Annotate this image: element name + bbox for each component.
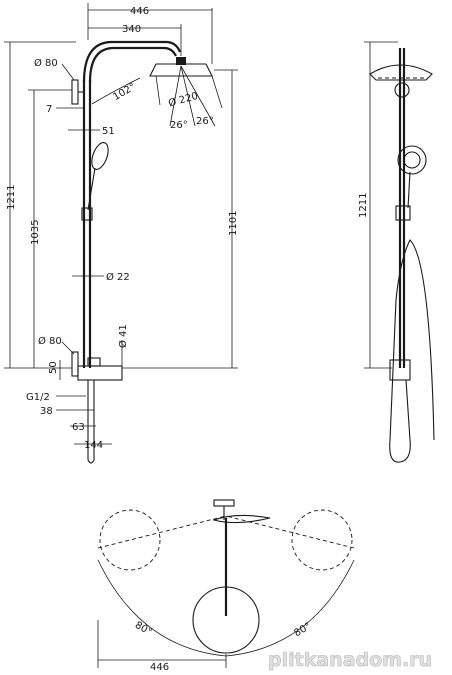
slider (81, 207, 93, 221)
side-mixer (389, 359, 411, 381)
dim-arm-length: 340 (122, 24, 141, 35)
spout-end (87, 459, 95, 464)
plan-right-head-position (291, 509, 353, 571)
top-wall-holder (71, 79, 79, 105)
head-tilt-line (155, 75, 161, 106)
side-head-shower (369, 64, 433, 81)
dim-height-total: 1211 (6, 185, 17, 210)
dim-valve-dia: Ø 41 (117, 324, 129, 348)
head-tilt-line (169, 65, 182, 127)
hand-shower-handle (87, 167, 96, 211)
dim-tilt-left: 26° (170, 120, 188, 131)
head-shower-connector (176, 57, 186, 65)
dim-7: 7 (46, 104, 52, 115)
side-hand-shower (397, 145, 427, 175)
mixer-knob (87, 357, 101, 367)
dim-144: 144 (84, 440, 103, 451)
plan-rotation-line (225, 515, 355, 549)
dim-side-height: 1211 (358, 193, 369, 218)
head-shower (149, 63, 213, 77)
arm-angle-arc (91, 77, 141, 105)
front-view: 446 340 102° Ø 220 26° 26° 1211 1035 110… (4, 3, 239, 464)
dim-63: 63 (72, 422, 85, 433)
shower-arm (82, 40, 182, 83)
head-tilt-line (180, 65, 216, 127)
head-tilt-line (180, 65, 196, 127)
dim-head-diameter: Ø 220 (167, 90, 199, 109)
side-top-holder (394, 82, 410, 98)
shower-arm-inner (88, 46, 177, 83)
plan-view: 80° 80° 446 (97, 499, 355, 673)
hand-shower-head (91, 142, 109, 170)
dim-tilt-right: 26° (196, 116, 214, 127)
dim-plan-width: 446 (150, 662, 169, 673)
dim-height-head: 1101 (228, 211, 239, 236)
dim-thread: G1/2 (26, 392, 50, 403)
mixer-body (77, 365, 123, 381)
dim-arm-angle: 102° (111, 81, 137, 103)
watermark: plitkanadom.ru (268, 649, 432, 671)
dim-height-bar: 1035 (30, 220, 41, 245)
dim-plan-angle-left: 80° (133, 620, 154, 638)
side-slider (395, 205, 411, 221)
side-hand-shower-inner (403, 151, 421, 169)
dim-pipe-dia: Ø 22 (106, 271, 130, 283)
dim-38: 38 (40, 406, 53, 417)
plan-holder (213, 499, 235, 507)
plan-rotation-line (97, 515, 227, 549)
dim-total-width: 446 (130, 6, 149, 17)
dim-plan-angle-right: 80° (292, 621, 313, 639)
dim-top-holder: Ø 80 (34, 57, 58, 69)
dim-leader (61, 63, 75, 81)
dim-51: 51 (102, 126, 115, 137)
side-hose (389, 239, 435, 463)
dim-leader (61, 341, 75, 355)
head-tilt-line (211, 75, 223, 109)
plan-left-head-position (99, 509, 161, 571)
side-hand-handle (407, 171, 411, 209)
bottom-wall-holder (71, 351, 79, 377)
plan-hand-shower (212, 514, 271, 524)
dim-50: 50 (48, 361, 59, 374)
side-view: 1211 (358, 41, 435, 463)
dim-bottom-holder: Ø 80 (38, 335, 62, 347)
